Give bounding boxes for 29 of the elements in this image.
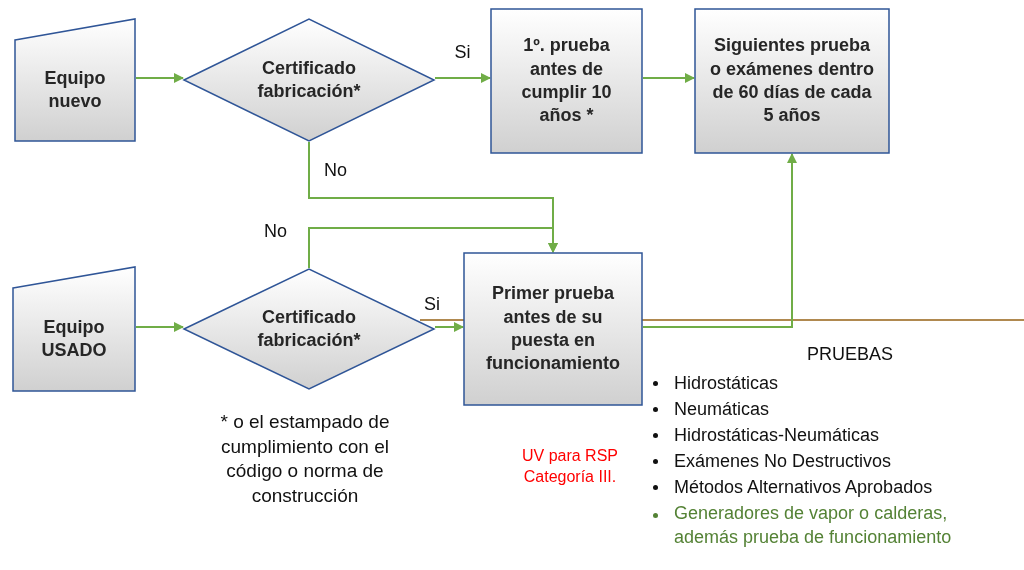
process-box <box>490 8 643 154</box>
list-heading: PRUEBAS <box>806 343 894 366</box>
list-item: Generadores de vapor o calderas, además prueba de funcionamiento <box>674 503 952 547</box>
node-text: Equipo USADO <box>40 315 108 362</box>
arrow <box>135 73 184 83</box>
node-text: Equipo nuevo <box>43 66 107 113</box>
node-text: Certificado fabricación* <box>256 56 362 103</box>
process-box <box>694 8 890 154</box>
list-item: Hidrostáticas-Neumáticas <box>674 425 880 446</box>
node-text: Siguientes prueba o exámenes dentro de 60 días de cada 5 años <box>708 34 876 128</box>
node-text: 1º. prueba antes de cumplir 10 años * <box>520 34 613 128</box>
arrow <box>135 322 184 332</box>
list-item: Métodos Alternativos Aprobados <box>674 477 933 498</box>
manual-input-shape <box>14 18 136 142</box>
arrow <box>642 73 695 83</box>
list-item: Hidrostáticas <box>674 373 779 393</box>
arrow <box>434 322 464 332</box>
node-text: Primer prueba antes de su puesta en funcionamiento <box>485 282 621 376</box>
decision-diamond <box>183 18 435 142</box>
manual-input-shape <box>12 266 136 392</box>
arrow <box>308 227 558 269</box>
list-item: Neumáticas <box>674 399 770 420</box>
arrow <box>434 73 491 83</box>
list-item: Exámenes No Destructivos <box>674 451 892 472</box>
process-box <box>463 252 643 406</box>
node-text: Certificado fabricación* <box>256 305 362 352</box>
note-text: UV para RSP Categoría III. <box>520 446 619 487</box>
footnote-text: * o el estampado de cumplimiento con el código o norma de construcción <box>219 410 391 509</box>
arrow <box>642 153 797 328</box>
